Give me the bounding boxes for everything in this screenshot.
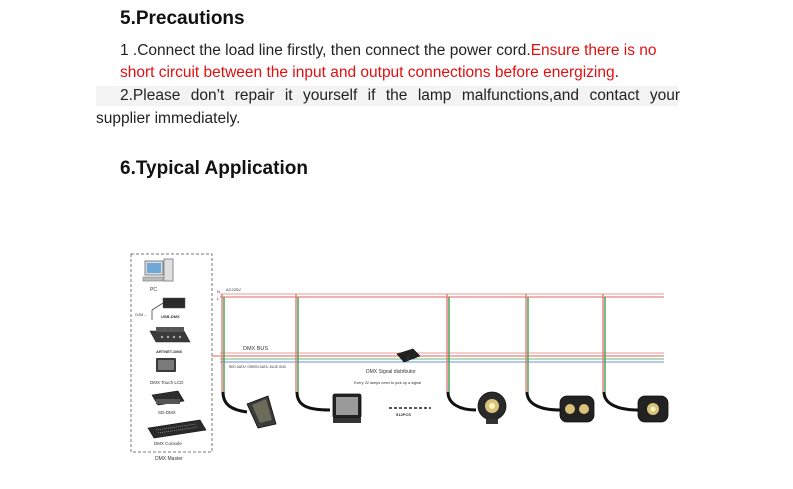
usb-dmx-label: USB-DMX bbox=[161, 314, 180, 319]
precaution-2-line1: 2.Please don’t repair it yourself if the… bbox=[120, 87, 680, 104]
dmx-master-label: DMX Master bbox=[155, 456, 183, 462]
precaution-1: 1 .Connect the load line firstly, then c… bbox=[120, 40, 720, 84]
ac-voltage-label: AC220V bbox=[226, 287, 241, 292]
dmx-console-icon bbox=[147, 419, 207, 439]
touch-lcd-icon bbox=[156, 358, 176, 372]
artnet-dmx-icon bbox=[149, 327, 191, 343]
section-6-number: 6. bbox=[120, 158, 136, 179]
lamp-1-icon bbox=[221, 391, 277, 429]
distributor-label: DMX Signal distributor bbox=[366, 369, 416, 375]
ac-n-label: N bbox=[217, 289, 220, 294]
precaution-2-highlight bbox=[96, 86, 678, 106]
lamp-5-icon bbox=[602, 391, 669, 423]
lamp-2-icon bbox=[295, 391, 362, 423]
dmx-bus-label: DMX BUS bbox=[243, 346, 268, 352]
pc-icon bbox=[142, 258, 174, 282]
pc-label: PC bbox=[150, 287, 157, 293]
section-6-title: 6.Typical Application bbox=[120, 158, 308, 180]
dmx-wire-legend: RED DATA+ GREEN DATA- BLUE GND bbox=[229, 365, 287, 369]
dmx-console-label: DMX Console bbox=[154, 441, 182, 446]
lamp-4-icon bbox=[525, 391, 595, 423]
precaution-1-text: 1 .Connect the load line firstly, then c… bbox=[120, 42, 531, 59]
precaution-1-warning-a: Ensure there is no bbox=[530, 42, 657, 59]
section-5-title: 5.Precautions bbox=[120, 8, 245, 29]
sd-dmx-label: SD-DMX bbox=[158, 410, 176, 415]
dmx-master-box bbox=[130, 253, 213, 453]
touch-lcd-label: DMX Touch LCD bbox=[150, 380, 184, 385]
precaution-1-end: . bbox=[614, 64, 619, 81]
sd-dmx-icon bbox=[151, 390, 185, 406]
lamp-3-icon bbox=[446, 391, 507, 424]
distributor-note: Every 32 lamps need to pick up a signal bbox=[354, 381, 421, 385]
drop-cables bbox=[221, 294, 606, 392]
pcs-label: 512PCS bbox=[396, 412, 411, 417]
usb-dmx-icon bbox=[151, 297, 186, 320]
signal-distributor-icon bbox=[396, 348, 421, 363]
precaution-1-warning-b: short circuit between the input and outp… bbox=[120, 64, 615, 81]
artnet-dmx-label: ARTNET-DMX bbox=[156, 349, 183, 354]
section-6-text: Typical Application bbox=[135, 158, 308, 179]
ac-l-label: L bbox=[217, 296, 220, 301]
precaution-2-line2: supplier immediately. bbox=[96, 110, 241, 127]
com-label: COM→ bbox=[135, 313, 147, 317]
